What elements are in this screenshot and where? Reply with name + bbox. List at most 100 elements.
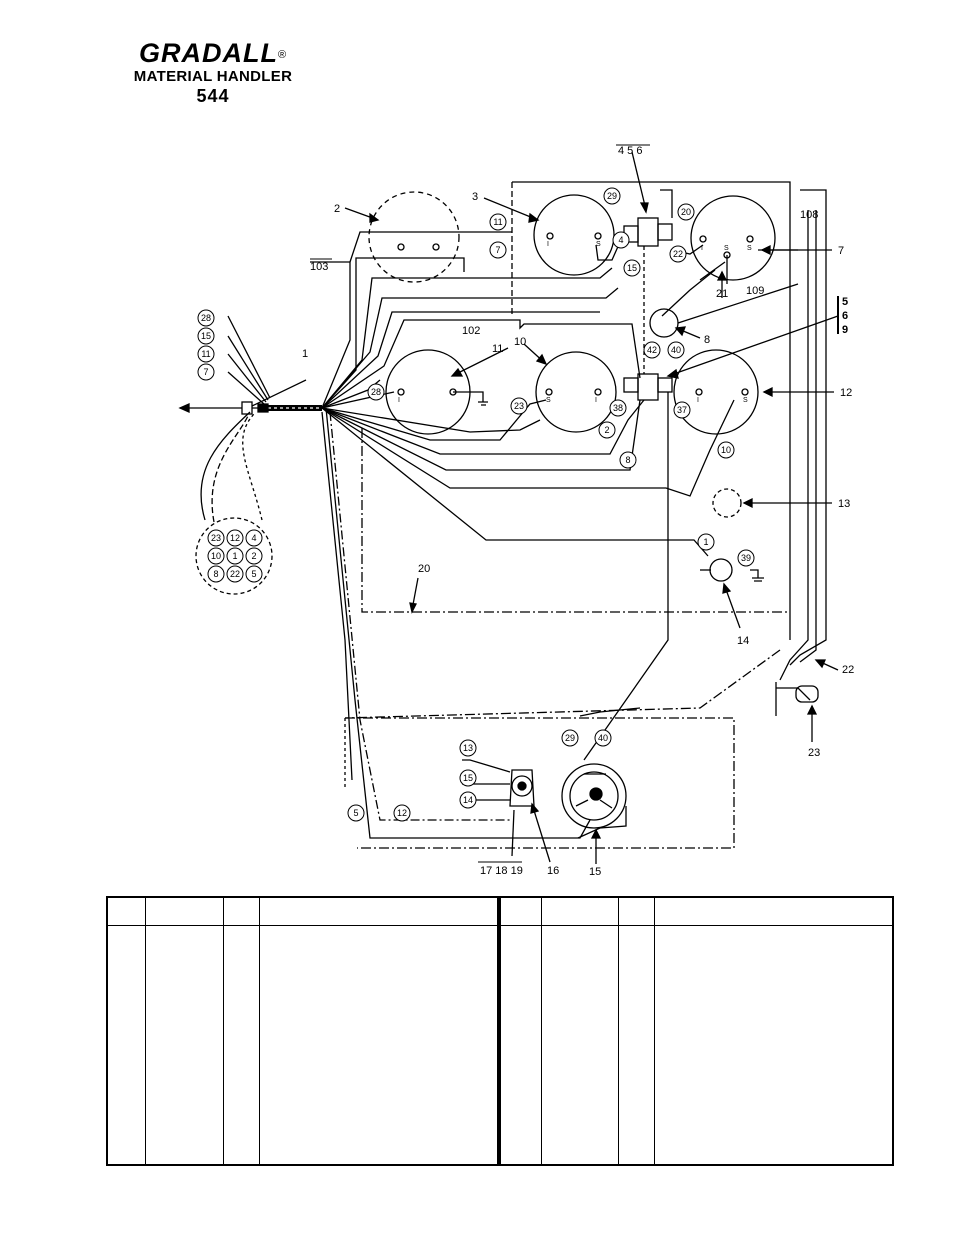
callout-15: 15 xyxy=(589,866,601,878)
wire-103: 103 xyxy=(310,261,328,273)
plug-pin-layout: 23 12 4 10 1 2 8 22 5 xyxy=(207,529,263,583)
callout-22: 22 xyxy=(842,664,854,676)
gauge-terminals xyxy=(397,232,754,396)
gauges xyxy=(368,191,776,582)
document-header: GRADALL® MATERIAL HANDLER 544 xyxy=(108,38,318,106)
parts-table-right xyxy=(499,896,894,1166)
callout-10: 10 xyxy=(514,336,526,348)
plug-pin: 5 xyxy=(251,569,256,579)
wiring-diagram: I S I S S I S I I S xyxy=(178,144,854,878)
parts-table-left xyxy=(106,896,499,1166)
switch-block-upper xyxy=(637,217,659,247)
svg-text:S: S xyxy=(747,245,752,252)
wire-circle-5: 5 xyxy=(353,808,358,818)
svg-text:I: I xyxy=(398,397,400,404)
svg-text:I: I xyxy=(701,245,703,252)
gauge-2 xyxy=(368,191,460,283)
wire-circle-4: 4 xyxy=(618,235,623,245)
callout-3: 3 xyxy=(472,191,478,203)
header-cell xyxy=(106,896,146,926)
callout-23: 23 xyxy=(808,747,820,759)
callout-8: 8 xyxy=(704,334,710,346)
wire-circle-15-left: 15 xyxy=(201,331,211,341)
plug-pin: 22 xyxy=(230,569,240,579)
wire-circle-29: 29 xyxy=(607,191,617,201)
callout-4-5-6: 4 5 6 xyxy=(618,145,642,157)
plug-pin: 8 xyxy=(213,569,218,579)
wire-circle-40: 40 xyxy=(671,345,681,355)
wire-circle-14: 14 xyxy=(463,795,473,805)
lamp-8 xyxy=(649,308,679,338)
wire-circle-8: 8 xyxy=(625,455,630,465)
plug-pin: 1 xyxy=(232,551,237,561)
wire-circle-13: 13 xyxy=(463,743,473,753)
callout-13: 13 xyxy=(838,498,850,510)
table-body-row xyxy=(106,925,499,1166)
callout-numbers: 1 2 3 4 5 6 7 8 5 6 9 10 11 12 13 14 15 … xyxy=(302,145,854,878)
wire-102: 102 xyxy=(462,325,480,337)
wire-circle-15b: 15 xyxy=(463,773,473,783)
wire-circle-39: 39 xyxy=(741,553,751,563)
wire-circle-37: 37 xyxy=(677,405,687,415)
wire-circle-11-left: 11 xyxy=(201,349,210,359)
wire-circle-38: 38 xyxy=(613,403,623,413)
callout-5: 5 xyxy=(842,296,848,308)
ignition-switch xyxy=(509,685,819,829)
svg-text:S: S xyxy=(743,397,748,404)
wire-108: 108 xyxy=(800,209,818,221)
header-cell xyxy=(258,896,499,926)
callout-16: 16 xyxy=(547,865,559,877)
wire-circle-10: 10 xyxy=(721,445,731,455)
callout-14: 14 xyxy=(737,635,749,647)
switch-14 xyxy=(709,558,733,582)
wire-109: 109 xyxy=(746,285,764,297)
wire-circle-7-left: 7 xyxy=(203,367,208,377)
gauge-3 xyxy=(533,194,615,276)
plug-pin: 23 xyxy=(211,533,221,543)
callout-7: 7 xyxy=(838,245,844,257)
brand-logo: GRADALL® xyxy=(138,38,288,68)
model-number: 544 xyxy=(196,86,230,106)
wire-circle-22: 22 xyxy=(673,249,683,259)
callout-20: 20 xyxy=(418,563,430,575)
wire-circle-42: 42 xyxy=(647,345,657,355)
wire-circle-12: 12 xyxy=(397,808,407,818)
gauge-7 xyxy=(690,195,776,281)
header-cell xyxy=(144,896,224,926)
header-cell xyxy=(222,896,260,926)
plug-pin: 4 xyxy=(251,533,256,543)
wire-circle-11: 11 xyxy=(493,217,502,227)
header-cell xyxy=(540,896,619,926)
wire-number-circles: 11 7 29 20 4 15 22 42 40 28 23 38 37 2 8… xyxy=(197,187,755,822)
wire-circle-23: 23 xyxy=(514,401,524,411)
terminal-markings: I S I S S I S I I S xyxy=(398,241,752,404)
wire-circle-15: 15 xyxy=(627,263,637,273)
callout-17-18-19: 17 18 19 xyxy=(480,865,523,877)
wire-circle-7: 7 xyxy=(495,245,500,255)
plug-pin: 10 xyxy=(211,551,221,561)
gauge-10 xyxy=(535,351,617,433)
callout-11: 11 xyxy=(492,343,503,355)
plug-pin: 2 xyxy=(251,551,256,561)
gauge-12 xyxy=(673,349,759,435)
leader-arrows xyxy=(227,151,839,864)
document-subtitle: MATERIAL HANDLER xyxy=(133,68,293,85)
table-header-row xyxy=(106,896,499,926)
callout-12: 12 xyxy=(840,387,852,399)
lamp-13 xyxy=(712,488,742,518)
callout-6: 6 xyxy=(842,310,848,322)
wire-circle-40b: 40 xyxy=(598,733,608,743)
header-cell xyxy=(653,896,894,926)
header-cell xyxy=(617,896,655,926)
svg-text:S: S xyxy=(596,241,601,248)
table-header-row xyxy=(499,896,894,926)
wire-circle-29b: 29 xyxy=(565,733,575,743)
harness-plug-face xyxy=(195,411,273,595)
header-cell xyxy=(499,896,542,926)
wire-circle-28-left: 28 xyxy=(201,313,211,323)
svg-text:S: S xyxy=(724,245,729,252)
callout-overbars xyxy=(310,144,839,863)
callout-21: 21 xyxy=(716,288,728,300)
wire-circle-1: 1 xyxy=(703,537,708,547)
svg-text:I: I xyxy=(595,397,597,404)
